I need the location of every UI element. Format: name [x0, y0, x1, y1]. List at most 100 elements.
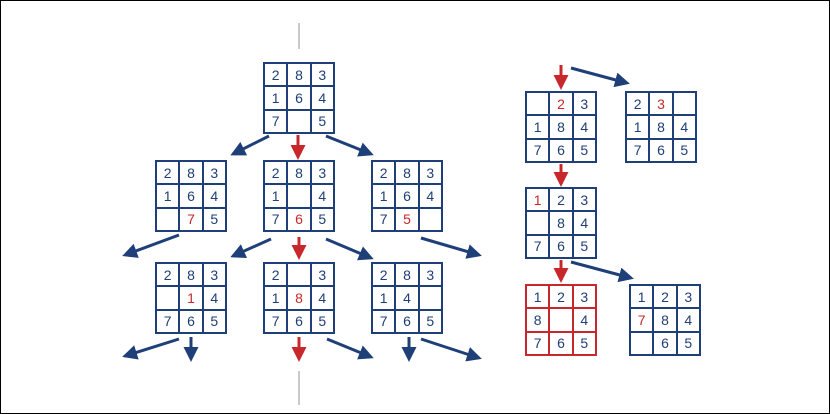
puzzle-tile: 2 [265, 162, 287, 184]
puzzle-tile: 7 [265, 110, 287, 132]
arrow-l1-left-out [122, 233, 180, 258]
puzzle-tile: 6 [288, 208, 310, 230]
puzzle-tile: 1 [373, 185, 395, 207]
puzzle-tile: 1 [527, 286, 549, 308]
empty-tile [288, 264, 310, 286]
puzzle-tile: 3 [311, 264, 333, 286]
arrow-path-low-right [570, 260, 634, 283]
puzzle-tile: 7 [631, 309, 653, 331]
puzzle-tile: 7 [527, 332, 549, 354]
puzzle-tile: 8 [396, 264, 418, 286]
puzzle-tile: 7 [527, 235, 549, 257]
puzzle-tile: 3 [419, 162, 441, 184]
puzzle-tile: 4 [311, 287, 333, 309]
puzzle-tile: 6 [550, 332, 572, 354]
arrow-l2-d [326, 337, 374, 360]
empty-tile [550, 309, 572, 331]
arrow-l1-center-left [230, 237, 272, 258]
puzzle-tile: 5 [673, 139, 695, 161]
arrow-l1-center-right [325, 237, 374, 261]
puzzle-tile: 4 [673, 116, 695, 138]
puzzle-tile: 4 [203, 185, 225, 207]
puzzle-tile: 1 [527, 189, 549, 211]
puzzle-tile: 6 [396, 185, 418, 207]
puzzle-tile: 2 [373, 162, 395, 184]
puzzle-tile: 1 [265, 87, 287, 109]
puzzle-tile: 3 [419, 264, 441, 286]
puzzle-tile: 5 [311, 208, 333, 230]
puzzle-tile: 7 [373, 310, 395, 332]
puzzle-tile: 6 [180, 185, 202, 207]
puzzle-tile: 5 [311, 310, 333, 332]
puzzle-tile: 8 [180, 162, 202, 184]
puzzle-tile: 7 [180, 208, 202, 230]
arrow-l1-right-out [420, 236, 482, 259]
puzzle-tile: 3 [573, 189, 595, 211]
puzzle-tile: 3 [573, 286, 595, 308]
puzzle-tile: 1 [631, 286, 653, 308]
puzzle-tile: 4 [311, 185, 333, 207]
puzzle-tile: 8 [550, 116, 572, 138]
puzzle-tile: 8 [288, 162, 310, 184]
puzzle-tile: 5 [396, 208, 418, 230]
empty-tile [673, 93, 695, 115]
puzzle-tile: 5 [677, 332, 699, 354]
puzzle-tile: 2 [157, 162, 179, 184]
empty-tile [419, 208, 441, 230]
puzzle-tile: 5 [203, 208, 225, 230]
puzzle-tile: 4 [573, 116, 595, 138]
puzzle-tile: 7 [265, 208, 287, 230]
empty-tile [527, 93, 549, 115]
puzzle-tile: 8 [654, 309, 676, 331]
puzzle-tile: 6 [396, 310, 418, 332]
puzzle-tile: 4 [677, 309, 699, 331]
puzzle-tile: 2 [550, 286, 572, 308]
puzzle-tile: 7 [265, 310, 287, 332]
puzzle-tile: 3 [311, 64, 333, 86]
puzzle-tile: 8 [288, 64, 310, 86]
puzzle-tile: 2 [550, 93, 572, 115]
puzzle-tile: 1 [527, 116, 549, 138]
puzzle-tile: 1 [265, 185, 287, 207]
puzzle-tile: 8 [288, 287, 310, 309]
puzzle-tile: 7 [157, 310, 179, 332]
puzzle-tile: 4 [573, 212, 595, 234]
puzzle-tile: 7 [373, 208, 395, 230]
puzzle-tile: 8 [650, 116, 672, 138]
arrow-root-left [230, 134, 270, 156]
puzzle-tile: 2 [654, 286, 676, 308]
puzzle-tile: 1 [157, 185, 179, 207]
puzzle-tile: 1 [373, 287, 395, 309]
puzzle-tile: 8 [527, 309, 549, 331]
puzzle-tile: 5 [573, 235, 595, 257]
empty-tile [527, 212, 549, 234]
empty-tile [419, 287, 441, 309]
puzzle-tile: 6 [288, 87, 310, 109]
puzzle-tile: 3 [203, 264, 225, 286]
puzzle-tile: 4 [419, 185, 441, 207]
empty-tile [288, 185, 310, 207]
puzzle-tile: 4 [573, 309, 595, 331]
puzzle-tile: 5 [573, 332, 595, 354]
puzzle-tile: 6 [288, 310, 310, 332]
puzzle-tile: 6 [550, 139, 572, 161]
puzzle-tile: 1 [265, 287, 287, 309]
puzzle-tile: 4 [396, 287, 418, 309]
puzzle-tile: 5 [573, 139, 595, 161]
arrow-path-top-right [570, 66, 630, 88]
puzzle-tile: 7 [627, 139, 649, 161]
puzzle-tile: 2 [265, 64, 287, 86]
arrow-root-right [325, 134, 374, 157]
